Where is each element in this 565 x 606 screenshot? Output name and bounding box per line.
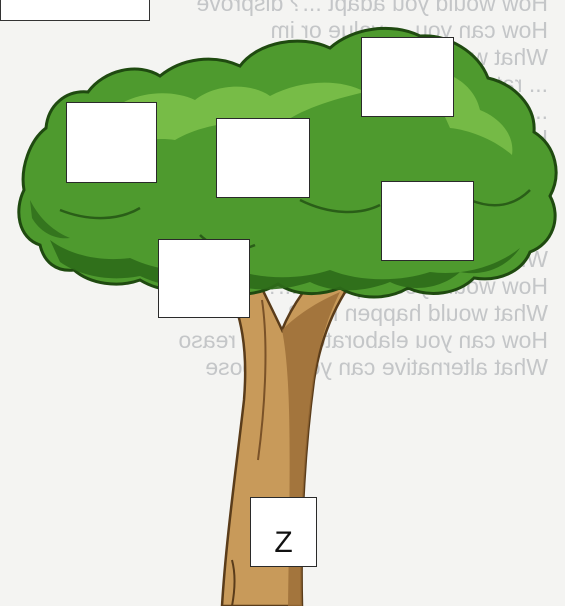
empty-card[interactable] (381, 181, 474, 261)
empty-card[interactable] (66, 102, 157, 183)
empty-card[interactable] (158, 239, 250, 318)
card-label: Z (251, 526, 316, 560)
empty-card[interactable] (361, 37, 454, 117)
empty-card[interactable] (216, 118, 310, 198)
labeled-card[interactable]: Z (250, 497, 317, 567)
